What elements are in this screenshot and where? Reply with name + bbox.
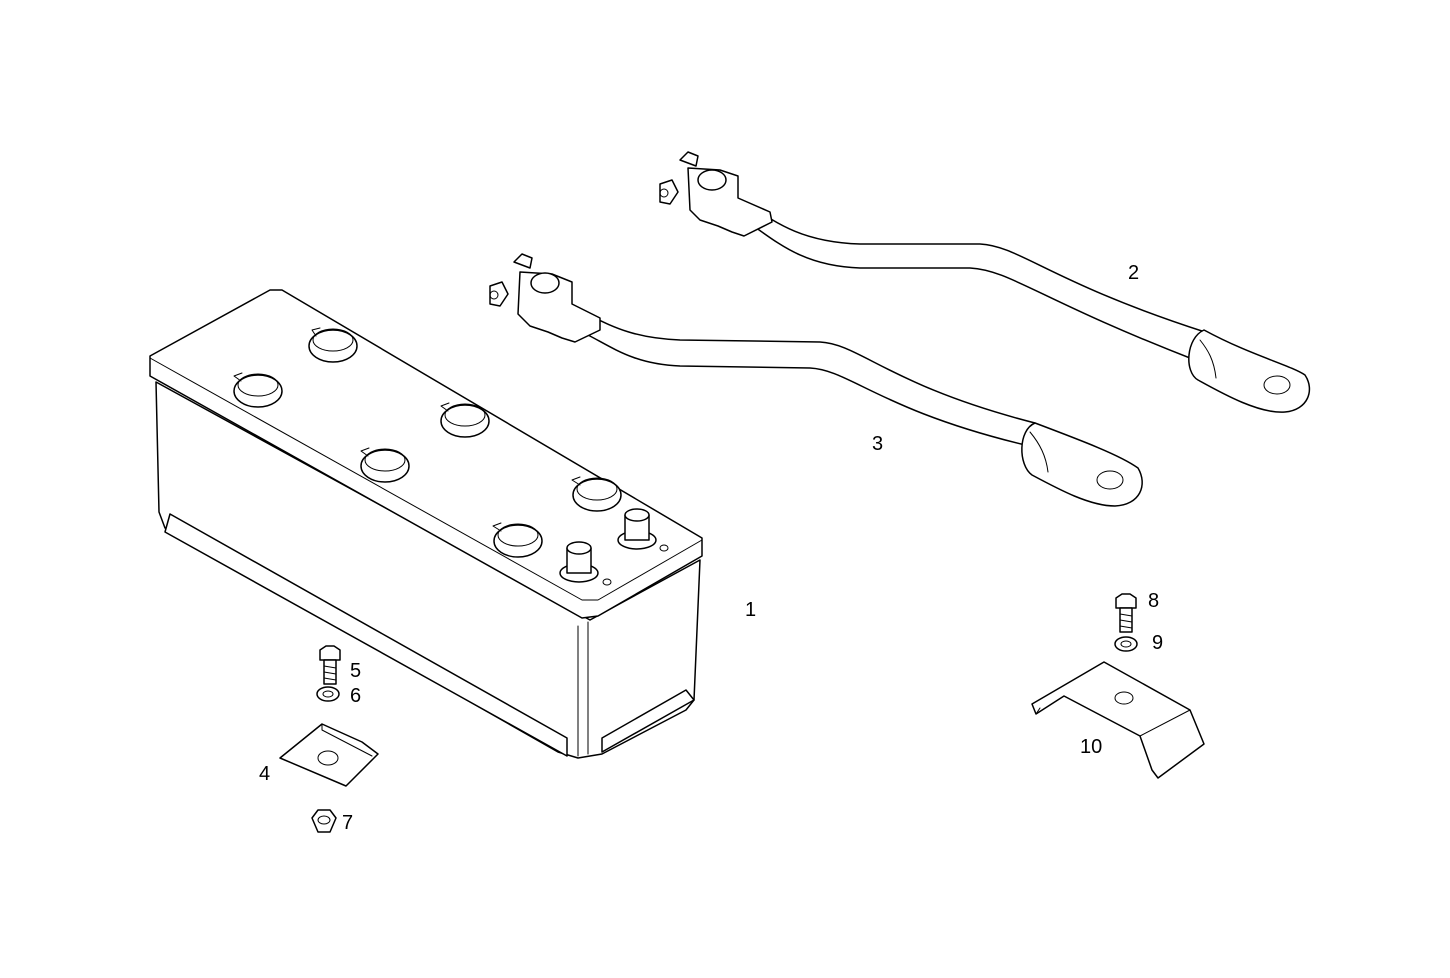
callout-4: 4 [259,763,270,785]
callout-7: 7 [342,812,353,834]
terminal-post [559,541,599,583]
callout-5: 5 [350,660,361,682]
callout-3: 3 [872,433,883,455]
plate-4 [279,723,379,787]
terminal-post [617,508,657,550]
battery [149,289,703,759]
washer-9 [1114,636,1138,652]
nut-7 [311,809,337,833]
bracket-10 [1031,661,1205,779]
bolt-5 [319,645,341,685]
callout-8: 8 [1148,590,1159,612]
cable-3 [489,253,1143,507]
cell-cap [571,476,622,512]
callout-9: 9 [1152,632,1163,654]
cell-cap [440,402,490,438]
callout-1: 1 [745,599,756,621]
cell-cap [492,522,543,558]
cell-cap [233,372,283,408]
cable-2 [659,151,1311,413]
callout-10: 10 [1080,736,1102,758]
cell-cap [360,447,410,483]
washer-6 [316,686,340,702]
callout-6: 6 [350,685,361,707]
cell-cap [308,327,358,363]
bolt-8 [1115,593,1137,633]
callout-2: 2 [1128,262,1139,284]
